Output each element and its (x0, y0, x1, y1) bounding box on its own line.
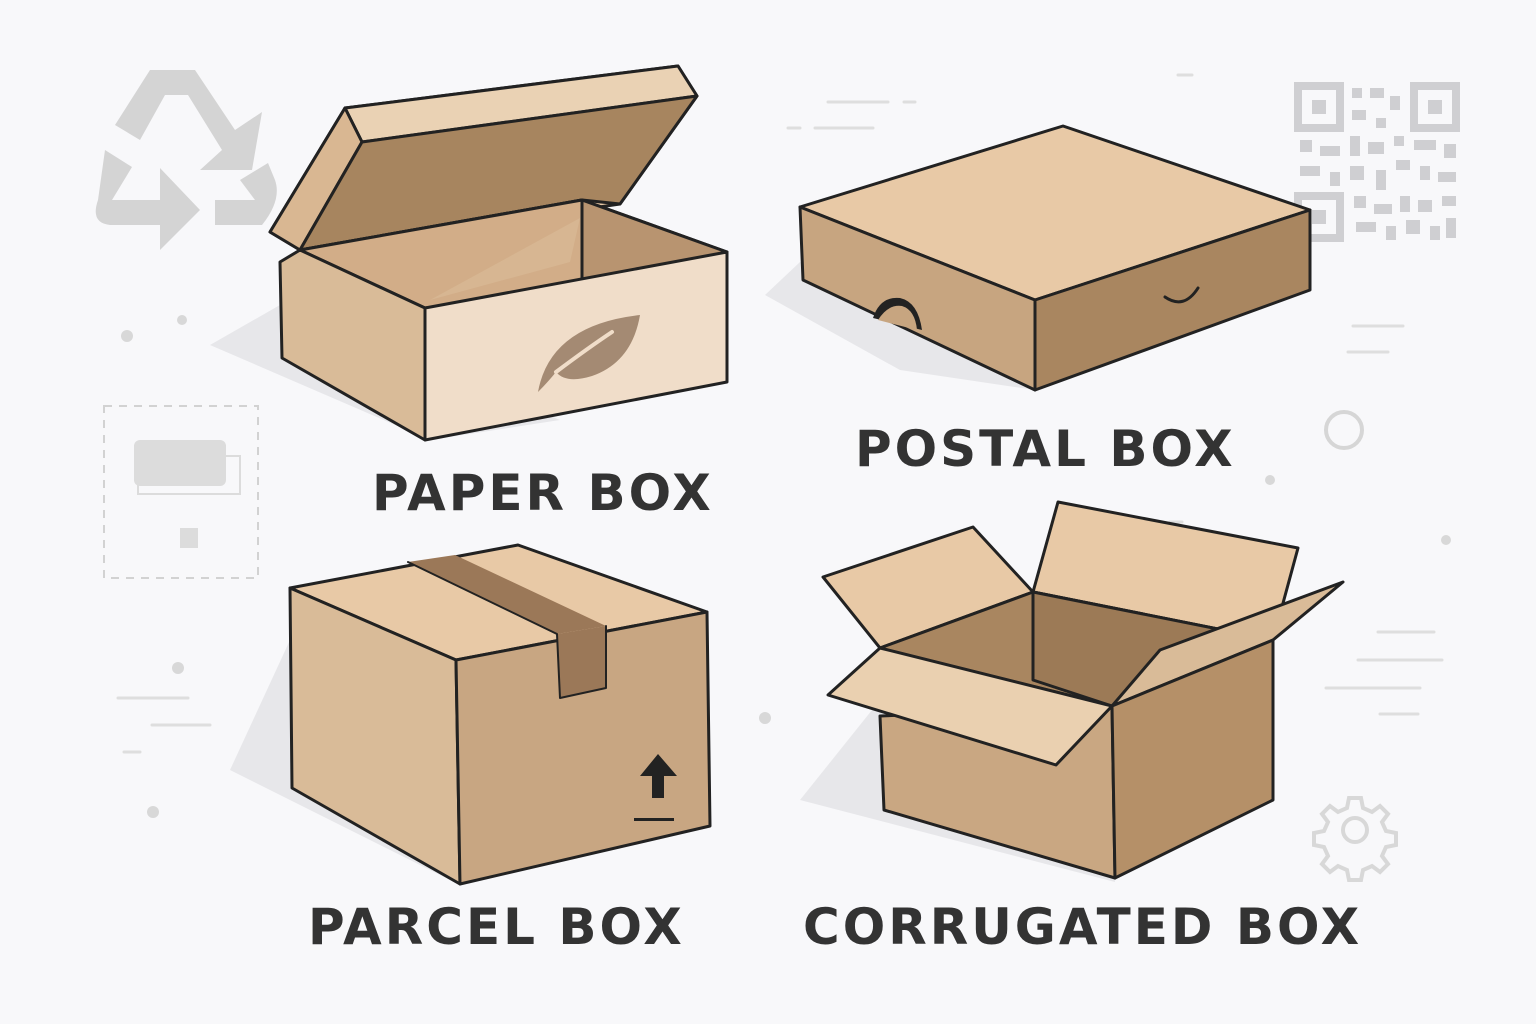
circle-outline-icon (1324, 410, 1364, 450)
paper-box (268, 64, 729, 442)
gear-icon (1312, 796, 1398, 882)
dashed-frame-icon (103, 405, 259, 579)
parcel-box-label: PARCEL BOX (308, 898, 685, 956)
frame-placeholder-outline (137, 455, 241, 495)
postal-box (798, 124, 1312, 392)
leaf-icon (538, 315, 640, 392)
decorative-dashes (116, 73, 1444, 754)
qr-code-icon (1294, 82, 1460, 242)
decorative-dots (121, 315, 1451, 818)
corrugated-box (821, 500, 1345, 880)
packing-tape (408, 555, 606, 698)
this-way-up-arrow-icon (634, 754, 677, 821)
frame-placeholder-shapes (134, 440, 226, 548)
recycle-icon (95, 70, 277, 250)
paper-box-label: PAPER BOX (372, 464, 714, 522)
postal-box-label: POSTAL BOX (855, 420, 1236, 478)
smile-icon (1163, 286, 1200, 304)
parcel-box (288, 543, 712, 886)
corrugated-box-label: CORRUGATED BOX (803, 898, 1363, 956)
